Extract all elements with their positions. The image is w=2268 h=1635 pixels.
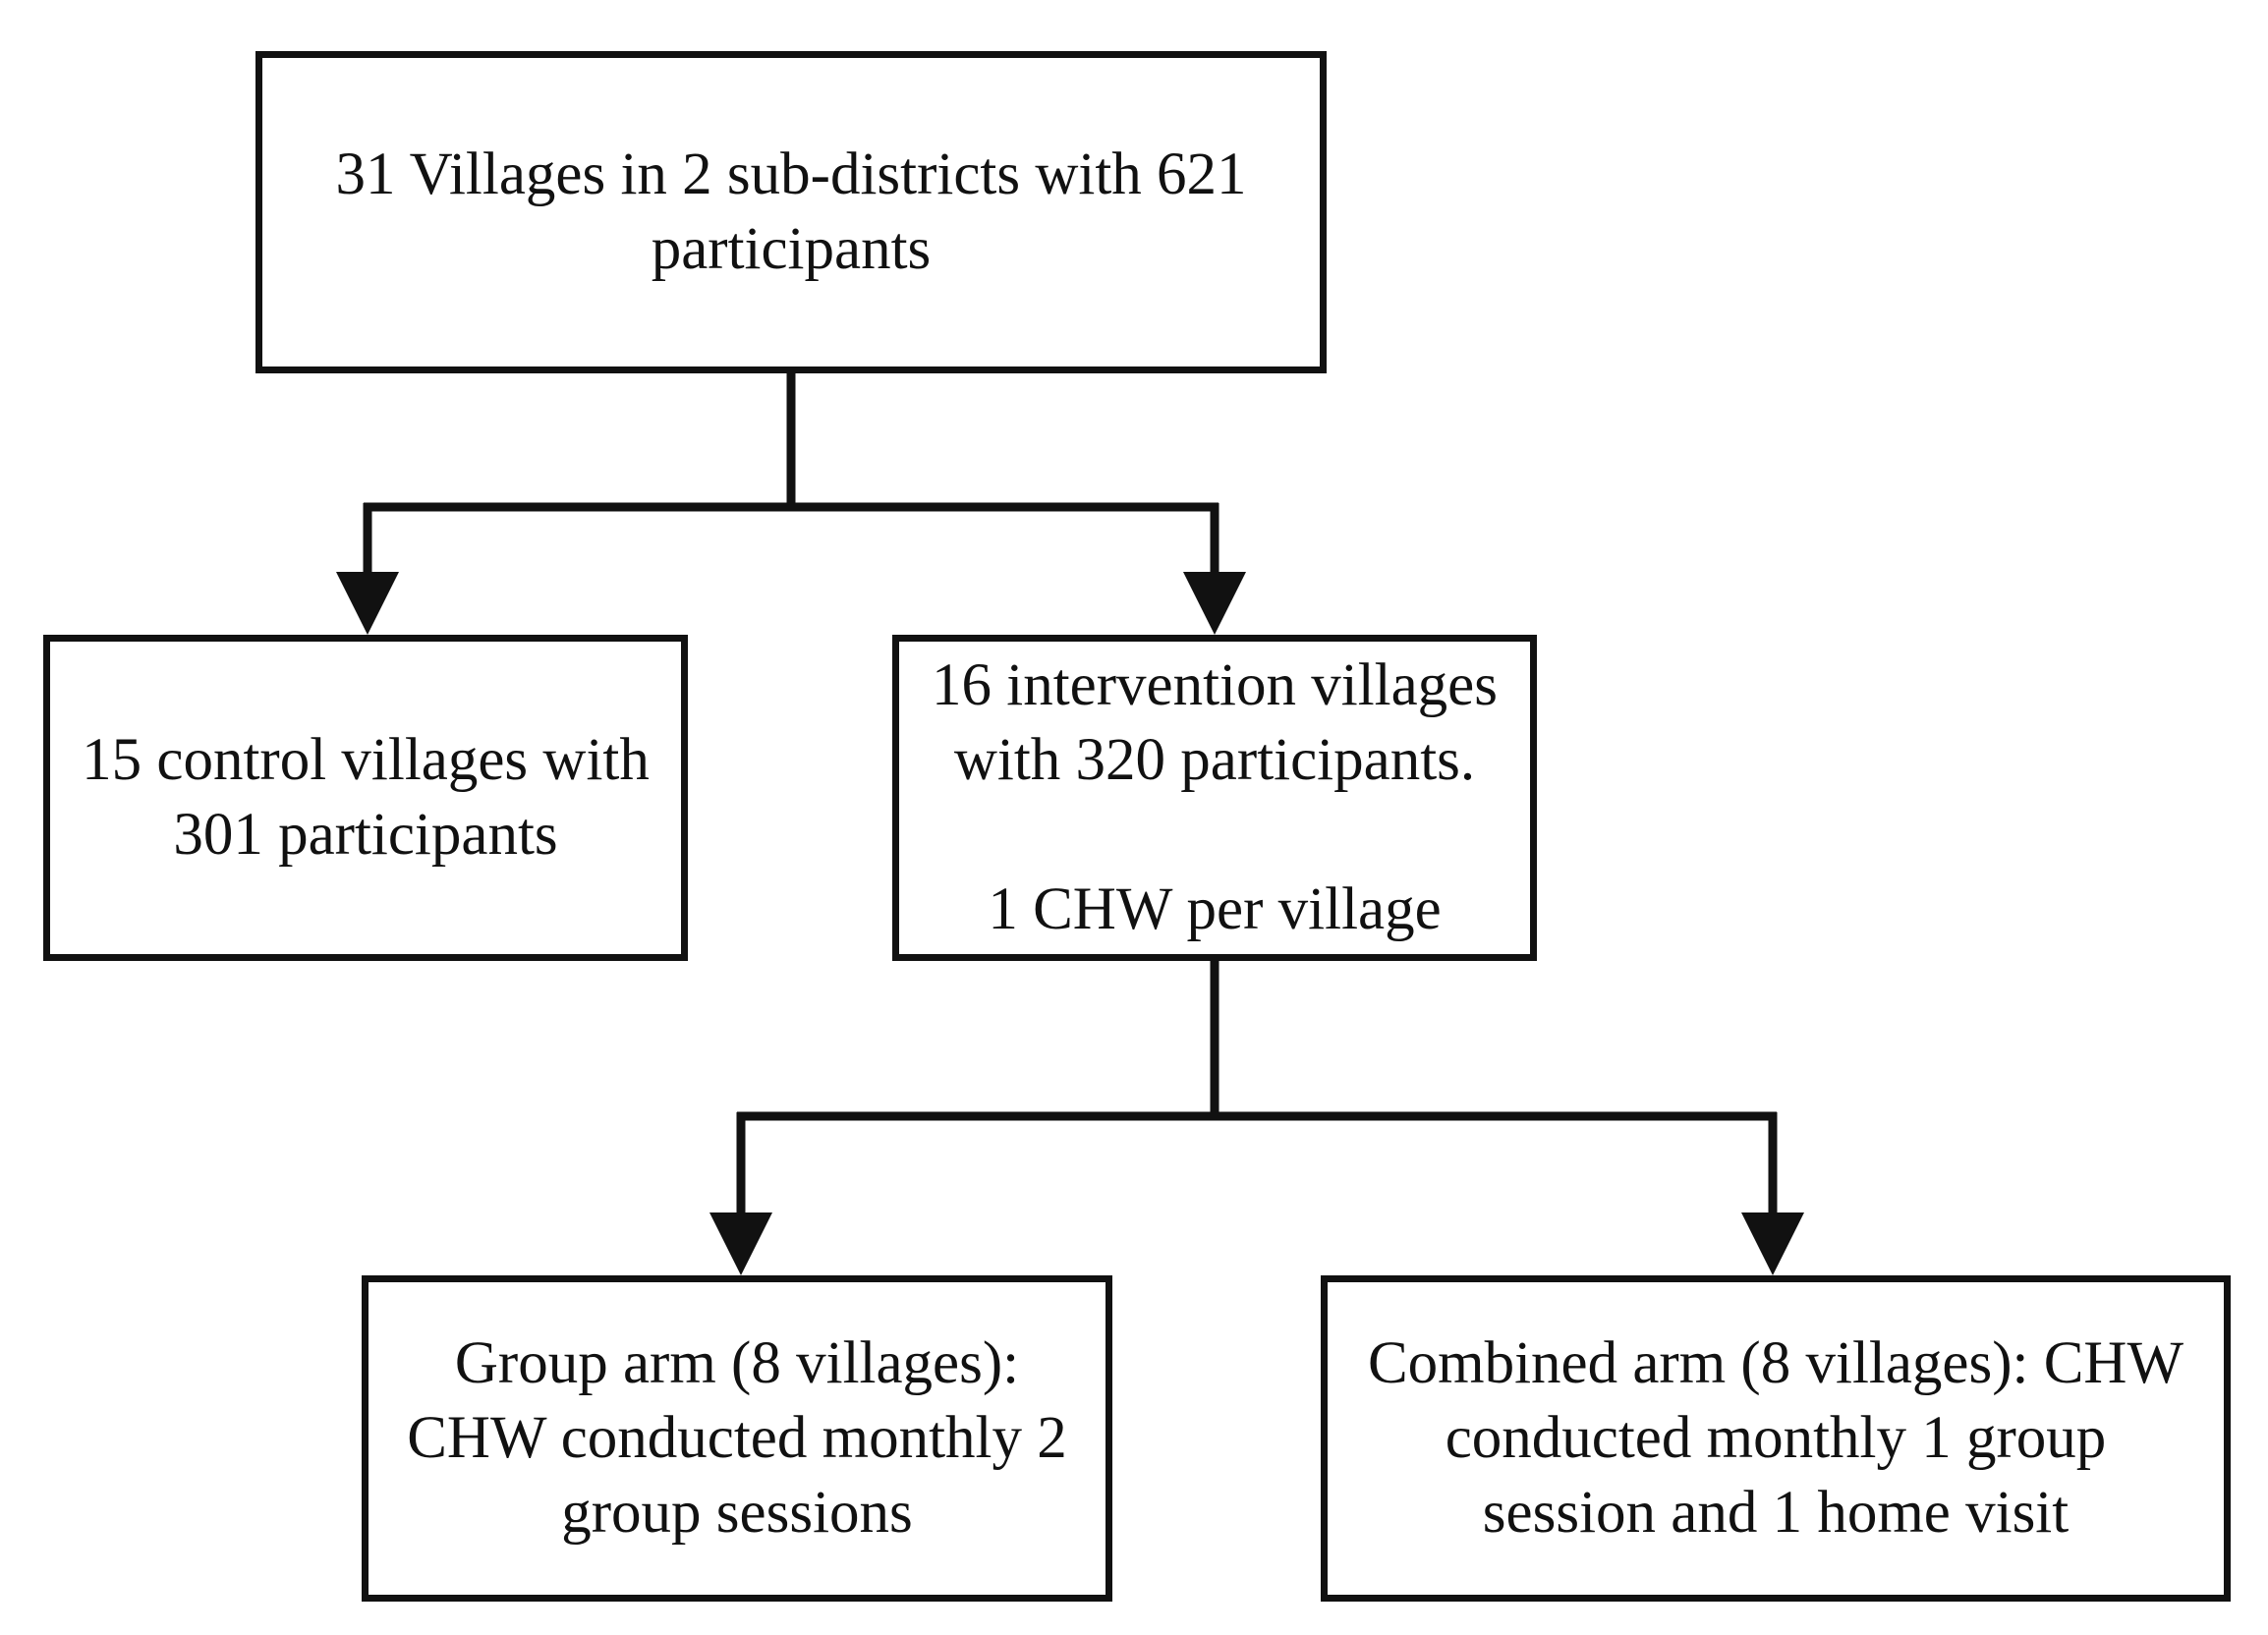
group-arm-node: Group arm (8 villages): CHW conducted mo…	[362, 1275, 1112, 1602]
combined-arm-node-line-1: Combined arm (8 villages): CHW	[1367, 1330, 2184, 1396]
arrowhead-intervention	[1183, 572, 1246, 635]
root-node-line-2: participants	[651, 216, 932, 282]
intervention-node-note: 1 CHW per village	[988, 876, 1442, 942]
arrowhead-control	[336, 572, 399, 635]
control-node-line-2: 301 participants	[173, 802, 558, 868]
group-arm-node-line-2: CHW conducted monthly 2	[407, 1405, 1067, 1471]
control-node: 15 control villages with 301 participant…	[43, 635, 688, 961]
group-arm-node-line-1: Group arm (8 villages):	[454, 1330, 1020, 1396]
combined-arm-node: Combined arm (8 villages): CHW conducted…	[1321, 1275, 2231, 1602]
root-node-line-1: 31 Villages in 2 sub-districts with 621	[335, 141, 1247, 207]
arrowhead-group-arm	[709, 1212, 772, 1275]
arrowhead-combined-arm	[1741, 1212, 1804, 1275]
control-node-line-1: 15 control villages with	[82, 727, 650, 793]
combined-arm-node-line-2: conducted monthly 1 group	[1445, 1405, 2107, 1471]
root-node: 31 Villages in 2 sub-districts with 621 …	[255, 51, 1327, 373]
combined-arm-node-line-3: session and 1 home visit	[1482, 1480, 2070, 1546]
intervention-node-line-2: with 320 participants.	[953, 727, 1476, 793]
group-arm-node-line-3: group sessions	[561, 1480, 913, 1546]
intervention-node: 16 intervention villages with 320 partic…	[892, 635, 1537, 961]
intervention-node-line-1: 16 intervention villages	[932, 652, 1498, 718]
